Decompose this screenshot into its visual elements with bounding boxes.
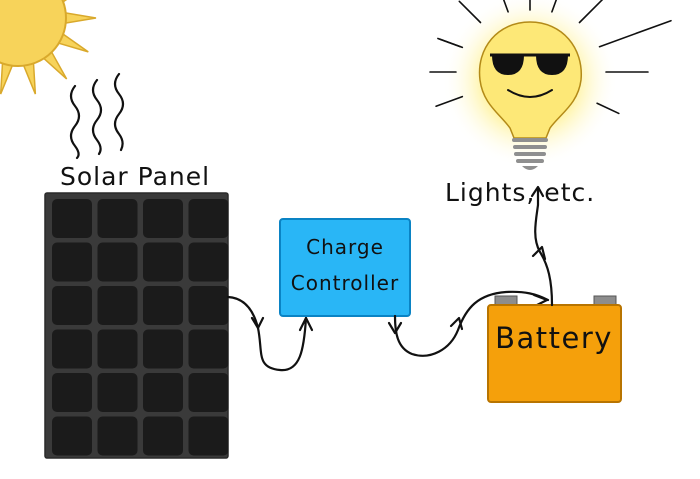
solar-cell — [143, 242, 183, 282]
solar-cell — [143, 199, 183, 238]
solar-cell — [97, 199, 138, 238]
solar-cell — [143, 286, 183, 325]
charge-controller-label-line2: Controller — [291, 271, 399, 295]
solar-cell — [143, 416, 183, 456]
bulb-ray — [551, 0, 558, 13]
solar-panel-icon — [44, 192, 229, 459]
solar-cell — [188, 242, 229, 282]
solar-cell — [97, 242, 138, 282]
solar-panel-label: Solar Panel — [60, 162, 210, 191]
solar-cell — [188, 199, 229, 238]
bulb-rays — [429, 0, 672, 115]
charge-controller-label-line1: Charge — [306, 235, 384, 259]
bulb-ray — [596, 102, 620, 115]
solar-cell — [97, 416, 138, 456]
lights-label: Lights, etc. — [445, 178, 595, 207]
solar-cell — [97, 286, 138, 325]
solar-cell — [52, 199, 92, 238]
solar-cell — [188, 373, 229, 412]
battery-icon: Battery — [487, 295, 622, 403]
solar-cell — [52, 286, 92, 325]
bulb-ray — [458, 0, 482, 24]
solar-cell — [52, 373, 92, 412]
charge-controller-icon: Charge Controller — [279, 218, 411, 317]
solar-cell — [143, 329, 183, 369]
solar-cell — [52, 329, 92, 369]
wire-panel-to-controller — [226, 295, 314, 372]
light-bulb-icon — [429, 0, 672, 170]
solar-cell — [188, 329, 229, 369]
sunglasses-icon — [490, 53, 570, 75]
solar-cell — [188, 286, 229, 325]
bulb-ray — [578, 0, 604, 24]
solar-cell — [143, 373, 183, 412]
bulb-ray — [502, 0, 509, 13]
solar-cell — [52, 242, 92, 282]
bulb-ray — [438, 38, 462, 48]
solar-cell — [188, 416, 229, 456]
solar-cell — [52, 416, 92, 456]
solar-cell — [97, 329, 138, 369]
wire-battery-to-lights — [530, 185, 554, 307]
bulb-ray — [598, 19, 672, 48]
heat-waves-icon — [69, 72, 125, 160]
sun-icon — [0, 0, 97, 95]
solar-cell — [97, 373, 138, 412]
bulb-ray — [435, 95, 464, 108]
solar-panel-cells — [52, 199, 229, 456]
battery-label: Battery — [495, 321, 613, 355]
